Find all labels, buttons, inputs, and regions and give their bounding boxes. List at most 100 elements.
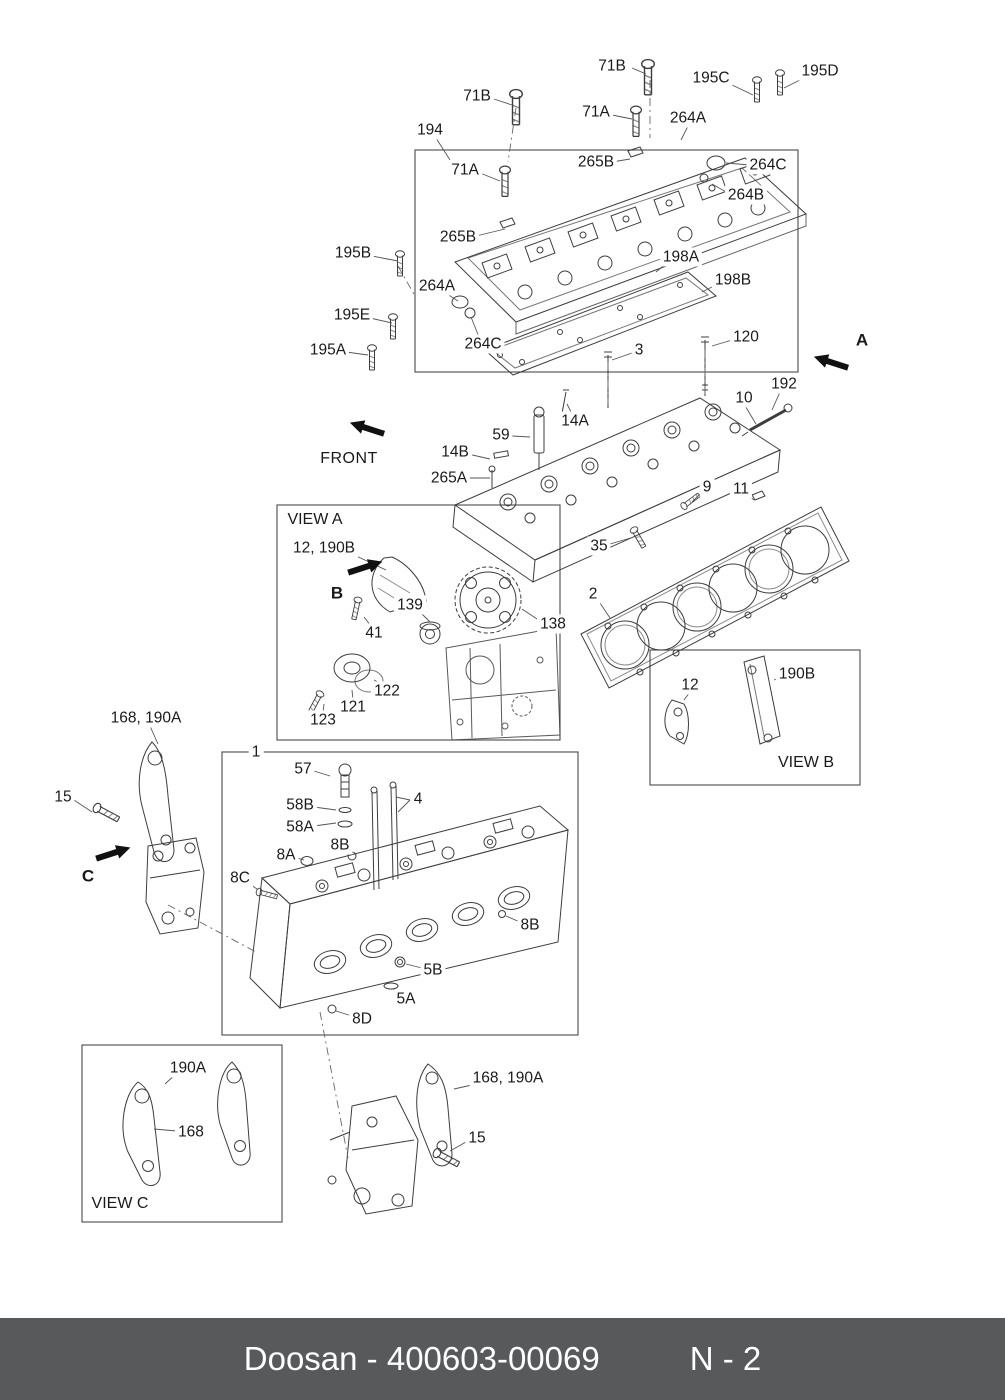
- gasket-122-drawing: [354, 669, 384, 693]
- left-bracket-drawing: [91, 741, 205, 935]
- bracket-12-drawing: [664, 699, 689, 745]
- part-callout: 8D: [349, 1009, 375, 1029]
- part-callout: 190B: [775, 664, 819, 684]
- bracket-190a-drawing: [217, 1061, 251, 1166]
- part-callout: 264C: [746, 155, 790, 175]
- part-callout: 2: [585, 584, 601, 604]
- cap-8a-drawing: [300, 856, 314, 866]
- part-callout: 15: [51, 787, 75, 807]
- part-callout: 8B: [327, 835, 353, 855]
- direction-letter-c: C: [78, 866, 98, 888]
- part-callout: 264C: [461, 334, 505, 354]
- part-callout: 3: [631, 340, 647, 360]
- cover-gasket-198-drawing: [484, 271, 717, 376]
- part-callout: 122: [371, 681, 403, 701]
- plug-8b-right-drawing: [498, 910, 506, 918]
- part-callout: 265A: [427, 468, 471, 488]
- part-callout: 8A: [273, 845, 299, 865]
- front-label: FRONT: [317, 449, 381, 469]
- part-callout: 198A: [659, 247, 703, 267]
- part-callout: 15: [465, 1128, 489, 1148]
- seal-58a-drawing: [337, 820, 353, 828]
- part-callout: 168, 190A: [469, 1068, 547, 1088]
- part-callout: 138: [537, 614, 569, 634]
- part-callout: 264A: [415, 276, 459, 296]
- part-callout: 168: [175, 1122, 207, 1142]
- bracket-265b-upper-drawing: [627, 146, 644, 158]
- part-callout: 58B: [283, 795, 317, 815]
- part-callout: 198B: [711, 270, 755, 290]
- plug-8d-drawing: [327, 1004, 337, 1014]
- part-callout: 195E: [330, 305, 374, 325]
- view-a-drawing: [306, 556, 561, 741]
- bracket-265b-drawing: [499, 217, 516, 229]
- view-b-label: VIEW B: [774, 753, 838, 773]
- part-callout: 190A: [166, 1058, 210, 1078]
- pin-14b-drawing: [493, 450, 509, 459]
- footer-doc-title: Doosan - 400603-00069: [243, 1340, 600, 1377]
- part-callout: 12: [678, 675, 702, 695]
- part-callout: 195A: [306, 340, 350, 360]
- glow-plug-192-drawing: [741, 403, 793, 437]
- bottom-bracket-drawing: [327, 1063, 462, 1215]
- injector-57-drawing: [338, 763, 352, 798]
- part-callout: 71A: [448, 160, 482, 180]
- part-callout: 195C: [689, 68, 733, 88]
- main-head-drawing: [249, 763, 570, 1014]
- part-callout: 120: [730, 327, 762, 347]
- part-callout: 35: [587, 536, 611, 556]
- head-gasket-2-drawing: [580, 506, 850, 689]
- nut-5b-drawing: [394, 956, 406, 968]
- seal-58b-drawing: [338, 807, 352, 813]
- part-callout: 59: [489, 425, 513, 445]
- leader-lines: [73, 67, 807, 1152]
- part-callout: 168, 190A: [107, 708, 185, 728]
- view-c-box: [81, 1044, 283, 1223]
- part-callout: 264A: [666, 108, 710, 128]
- part-callout: 57: [291, 759, 315, 779]
- cover-121-drawing: [333, 653, 384, 693]
- part-callout: 1: [248, 742, 264, 762]
- part-callout: 5A: [393, 989, 419, 1009]
- main-head-box: [221, 751, 579, 1036]
- part-callout: 265B: [436, 227, 480, 247]
- cam-housing-drawing: [451, 146, 807, 335]
- part-callout: 4: [410, 789, 426, 809]
- bottom-mount-drawing: [345, 1095, 419, 1215]
- clip-11-drawing: [751, 490, 766, 501]
- part-callout: 123: [307, 710, 339, 730]
- part-callout: 71A: [579, 102, 613, 122]
- bracket-168-drawing: [122, 1081, 161, 1187]
- part-callout: 58A: [283, 817, 317, 837]
- part-callout: 71B: [595, 56, 629, 76]
- part-callout: 264B: [724, 185, 768, 205]
- view-c-label: VIEW C: [88, 1194, 152, 1214]
- plug-264b-drawing: [699, 173, 709, 183]
- part-callout: 12, 190B: [289, 538, 359, 558]
- part-callout: 8B: [517, 915, 543, 935]
- valve-guides-4-drawing: [370, 781, 399, 891]
- view-a-label: VIEW A: [284, 510, 346, 530]
- cylinder-head-mid-drawing: [452, 336, 793, 583]
- part-callout: 265B: [574, 152, 618, 172]
- part-callout: 14A: [558, 411, 592, 431]
- plate-190b-drawing: [743, 655, 781, 745]
- part-callout: 9: [699, 477, 715, 497]
- part-callout: 10: [732, 388, 756, 408]
- direction-letter-a: A: [852, 330, 872, 352]
- part-callout: 194: [414, 120, 446, 140]
- part-callout: 192: [768, 374, 800, 394]
- cap-264c-lower-drawing: [464, 307, 476, 319]
- view-c-drawing: [122, 1061, 251, 1187]
- group-boxes: [81, 149, 861, 1223]
- box-194: [414, 149, 799, 373]
- part-callout: 8C: [227, 868, 253, 888]
- footer-page-ref: N - 2: [689, 1340, 762, 1377]
- part-callout: 14B: [438, 442, 472, 462]
- view-b-box: [649, 649, 861, 786]
- part-callout: 41: [362, 623, 386, 643]
- footer-bar: Doosan - 400603-00069 N - 2: [0, 1318, 1005, 1400]
